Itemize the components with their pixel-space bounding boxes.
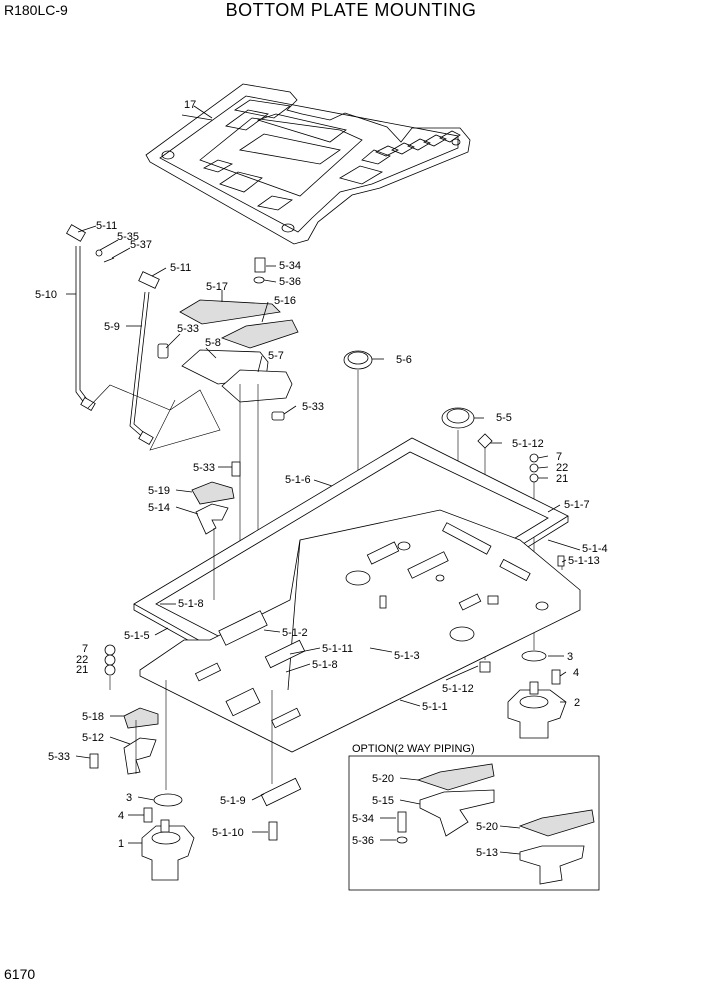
label-5-37: 5-37 <box>130 239 152 251</box>
label-5-1-11: 5-1-11 <box>322 643 353 655</box>
label-5-1-8a: 5-1-8 <box>178 598 204 610</box>
label-5-11a: 5-11 <box>96 220 117 232</box>
label-5-16: 5-16 <box>274 295 296 307</box>
label-21a: 21 <box>556 473 568 485</box>
label-22b: 22 <box>76 654 88 666</box>
label-5-1-5: 5-1-5 <box>124 630 150 642</box>
label-5-1-10: 5-1-10 <box>212 827 244 839</box>
cover-5-1-9 <box>260 690 302 841</box>
lower-left-parts <box>89 461 241 881</box>
label-5-1-3: 5-1-3 <box>394 650 420 662</box>
label-5-36b: 5-36 <box>352 835 374 847</box>
label-5-10: 5-10 <box>35 289 57 301</box>
label-5-9: 5-9 <box>104 321 120 333</box>
label-5-15: 5-15 <box>372 795 394 807</box>
label-5-33d: 5-33 <box>48 751 70 763</box>
label-4a: 4 <box>573 667 579 679</box>
label-5-36: 5-36 <box>279 276 301 288</box>
label-1: 1 <box>118 838 124 850</box>
label-5-1-13: 5-1-13 <box>568 555 600 567</box>
label-7b: 7 <box>82 643 88 655</box>
label-5-18: 5-18 <box>82 711 104 723</box>
label-5-33c: 5-33 <box>193 462 215 474</box>
label-5-1-1: 5-1-1 <box>422 701 448 713</box>
label-5-34b: 5-34 <box>352 813 374 825</box>
label-21b: 21 <box>76 664 88 676</box>
label-5-13: 5-13 <box>476 847 498 859</box>
label-5-20b: 5-20 <box>476 821 498 833</box>
label-5-7: 5-7 <box>268 350 284 362</box>
label-5-34: 5-34 <box>279 260 301 272</box>
label-5-20a: 5-20 <box>372 773 394 785</box>
top-cover-plate <box>145 83 471 245</box>
leader-lines <box>66 105 581 855</box>
label-5-5: 5-5 <box>496 412 512 424</box>
label-5-12: 5-12 <box>82 732 104 744</box>
model-label: R180LC-9 <box>4 2 68 18</box>
label-4b: 4 <box>118 810 124 822</box>
label-5-1-4: 5-1-4 <box>582 543 608 555</box>
label-3b: 3 <box>126 792 132 804</box>
page-title: BOTTOM PLATE MOUNTING <box>225 0 477 20</box>
option-box <box>348 755 600 891</box>
label-5-14: 5-14 <box>148 502 170 514</box>
label-5-1-12a: 5-1-12 <box>512 438 544 450</box>
label-5-35: 5-35 <box>117 231 139 243</box>
label-5-6: 5-6 <box>396 354 412 366</box>
label-5-8: 5-8 <box>205 337 221 349</box>
pipe-5-9 <box>129 271 160 446</box>
pipe-5-10 <box>66 224 96 412</box>
label-5-1-7: 5-1-7 <box>564 499 590 511</box>
label-5-1-9: 5-1-9 <box>220 795 246 807</box>
label-5-1-12b: 5-1-12 <box>442 683 474 695</box>
label-5-1-6: 5-1-6 <box>285 474 311 486</box>
label-17: 17 <box>184 99 196 111</box>
label-5-19: 5-19 <box>148 485 170 497</box>
label-22a: 22 <box>556 462 568 474</box>
label-5-33b: 5-33 <box>302 401 324 413</box>
label-3a: 3 <box>567 651 573 663</box>
label-5-1-2: 5-1-2 <box>282 627 308 639</box>
label-7a: 7 <box>556 451 562 463</box>
label-5-33a: 5-33 <box>177 323 199 335</box>
label-2: 2 <box>574 697 580 709</box>
part-labels: 17 5-11 5-35 5-37 5-10 5-11 5-9 5-34 5-3… <box>35 99 608 859</box>
bottom-plate <box>139 509 581 753</box>
page-number: 6170 <box>4 966 36 982</box>
label-5-11b: 5-11 <box>170 262 191 274</box>
pedal-brackets <box>157 257 299 640</box>
option-box-title: OPTION(2 WAY PIPING) <box>352 743 475 755</box>
label-5-1-8b: 5-1-8 <box>312 659 338 671</box>
label-5-17: 5-17 <box>206 281 228 293</box>
